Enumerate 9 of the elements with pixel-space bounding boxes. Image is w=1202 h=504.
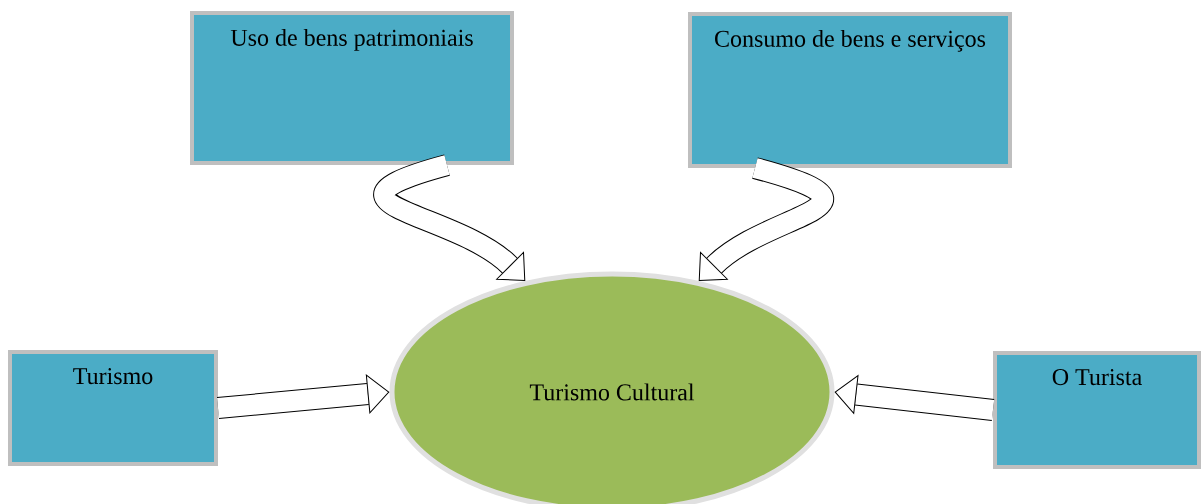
process-box: O Turista: [993, 351, 1201, 469]
block-arrow: [834, 375, 995, 421]
process-box: Turismo: [8, 350, 218, 466]
process-box: Uso de bens patrimoniais: [190, 11, 514, 165]
block-arrow: [698, 157, 834, 281]
block-arrow: [373, 154, 526, 281]
process-box: Consumo de bens e serviços: [688, 12, 1012, 168]
block-arrow: [216, 374, 390, 419]
ellipse-node: Turismo Cultural: [389, 271, 835, 504]
